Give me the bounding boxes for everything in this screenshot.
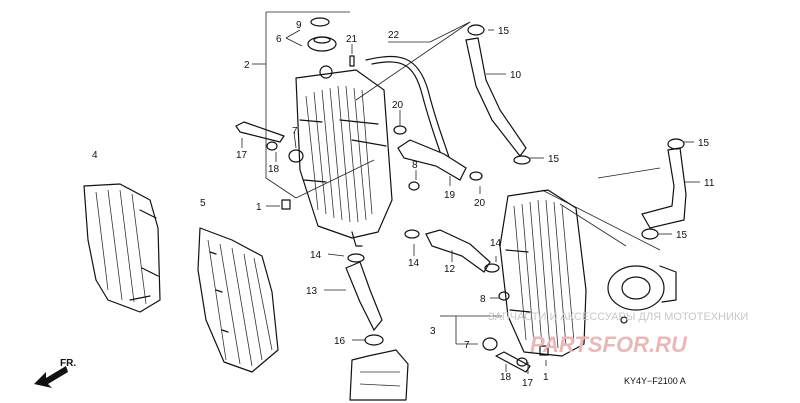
left-radiator-guard — [83, 183, 161, 313]
connecting-hose-lower — [425, 229, 491, 273]
overflow-tube — [365, 55, 453, 169]
front-direction-arrow — [34, 366, 68, 388]
radiator-louver — [197, 227, 279, 373]
callout-12: 12 — [444, 264, 456, 275]
engine-outline — [349, 349, 409, 401]
upper-hose-right — [465, 37, 527, 157]
watermark-text: ЗАПЧАСТИ И АКСЕССУАРЫ ДЛЯ МОТОТЕХНИКИ — [488, 311, 748, 323]
callout-20: 20 — [392, 100, 404, 111]
left-radiator — [295, 65, 393, 247]
leader-lines — [241, 11, 700, 374]
callout-18: 18 — [500, 372, 512, 383]
callout-4: 4 — [92, 150, 98, 161]
callout-18: 18 — [268, 164, 280, 175]
callout-17: 17 — [236, 150, 248, 161]
diagram-code: KY4Y−F2100 A — [624, 376, 686, 386]
callout-13: 13 — [306, 286, 318, 297]
callout-11: 11 — [704, 178, 715, 189]
callout-7: 7 — [464, 340, 470, 351]
site-logo: PARTSFOR.RU — [530, 332, 688, 357]
lower-hose-left — [345, 261, 383, 332]
callout-22: 22 — [388, 30, 400, 41]
callout-6: 6 — [276, 34, 282, 45]
callout-16: 16 — [334, 336, 346, 347]
callout-20: 20 — [474, 198, 486, 209]
callout-19: 19 — [444, 190, 456, 201]
radiator-cap — [307, 17, 337, 52]
callout-1: 1 — [256, 202, 262, 213]
callout-7: 7 — [292, 126, 298, 137]
right-radiator — [499, 189, 587, 357]
callout-14: 14 — [490, 238, 502, 249]
callout-15: 15 — [698, 138, 710, 149]
callout-10: 10 — [510, 70, 522, 81]
callout-2: 2 — [244, 60, 250, 71]
callout-14: 14 — [408, 258, 420, 269]
connecting-hose-upper — [397, 139, 467, 181]
direction-label: FR. — [60, 358, 76, 369]
callout-14: 14 — [310, 250, 322, 261]
callout-21: 21 — [346, 34, 358, 45]
water-pump-hose — [641, 147, 687, 229]
callout-15: 15 — [548, 154, 560, 165]
callout-15: 15 — [498, 26, 510, 37]
water-pump-cover — [607, 265, 677, 324]
bolts-and-washers — [235, 55, 549, 373]
callout-8: 8 — [412, 160, 418, 171]
callout-8: 8 — [480, 294, 486, 305]
callout-9: 9 — [296, 20, 302, 31]
callout-1: 1 — [543, 372, 549, 383]
callout-5: 5 — [200, 198, 206, 209]
callout-15: 15 — [676, 230, 688, 241]
callout-3: 3 — [430, 326, 436, 337]
callout-17: 17 — [522, 378, 534, 389]
